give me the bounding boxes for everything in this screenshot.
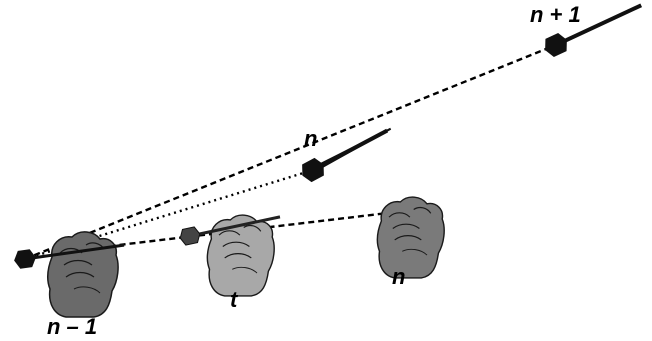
dart-icon [545,3,643,58]
dart-icon [302,127,392,183]
label-hand-n: n [392,264,405,289]
throw-line-prev-to-next [24,43,557,261]
hand-icon [376,196,445,279]
dart-icon [179,215,281,246]
hand-icon [47,231,119,318]
dart-icon [14,243,125,269]
label-hand-prev: n – 1 [47,314,97,339]
hand-icon [206,214,275,297]
label-dart-current: n [304,126,317,151]
throw-line-prev-to-current [24,168,314,261]
label-dart-next: n + 1 [530,2,581,27]
label-hand-t: t [230,287,239,312]
